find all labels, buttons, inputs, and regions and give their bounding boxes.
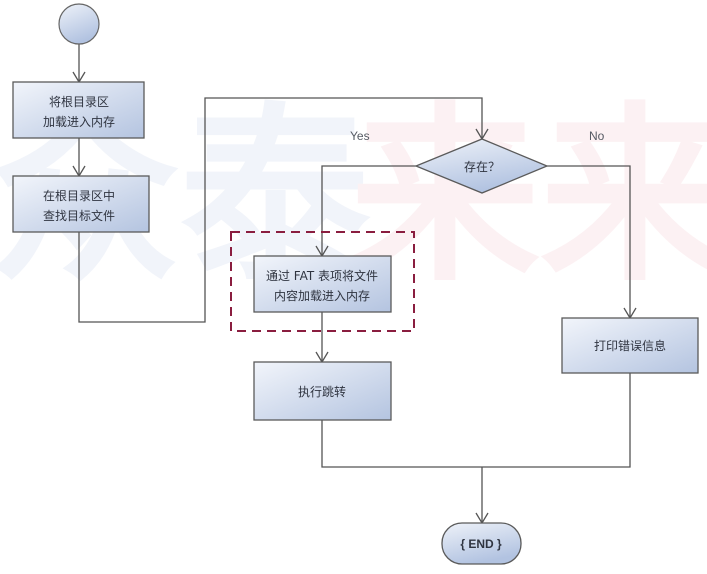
node-load-fat-line2: 内容加载进入内存 [274,288,370,303]
node-load-root-line1: 将根目录区 [49,95,109,109]
edge-label-no: No [589,129,605,143]
edge-merge [321,373,631,468]
edge-exists-no [547,165,631,318]
edge-label-yes: Yes [350,129,370,143]
node-print-error[interactable]: 打印错误信息 [561,317,699,374]
node-print-error-label: 打印错误信息 [594,338,666,353]
edge-exists-yes [321,165,416,256]
node-load-root[interactable]: 将根目录区 加载进入内存 [12,81,145,139]
node-load-root-line2: 加载进入内存 [43,115,115,129]
highlight-box [230,231,415,332]
node-end[interactable]: { END } [441,522,522,565]
watermark: 众泰 来来 [0,86,707,307]
edge-find-file-to-exists [78,97,483,323]
node-end-label: { END } [460,537,502,551]
node-load-fat-line1: 通过 FAT 表项将文件 [266,268,378,283]
node-exists-label: 存在？ [464,160,500,174]
watermark-right: 来来 [350,86,707,307]
node-jump-label: 执行跳转 [298,384,346,399]
node-exists-decision[interactable]: 存在？ [414,138,549,194]
node-find-file-line1: 在根目录区中 [43,188,115,203]
node-find-file-line2: 查找目标文件 [43,208,115,223]
node-load-fat[interactable]: 通过 FAT 表项将文件 内容加载进入内存 [253,255,392,313]
node-jump[interactable]: 执行跳转 [253,361,392,421]
node-find-file[interactable]: 在根目录区中 查找目标文件 [12,175,150,233]
start-node[interactable] [58,3,100,45]
